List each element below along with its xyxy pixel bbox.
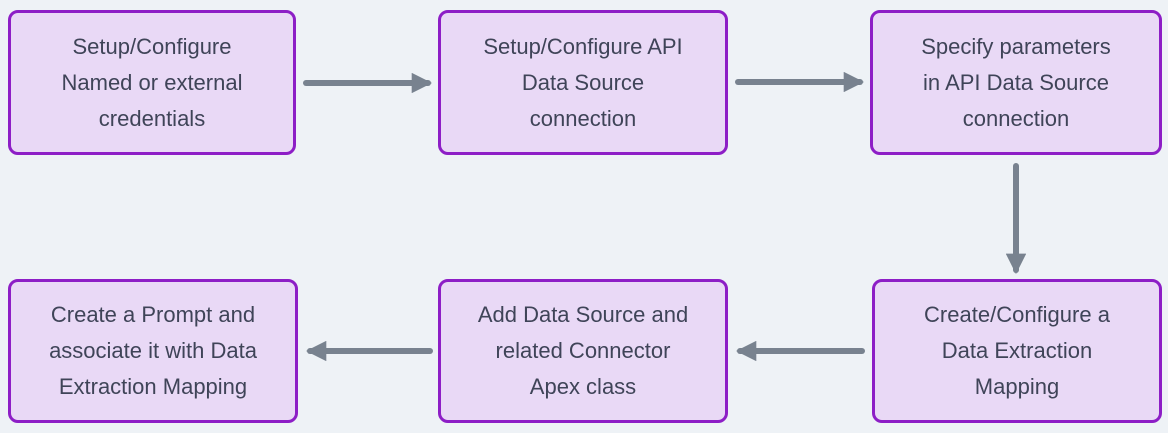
flow-box-label-line: Mapping [974,374,1060,399]
flow-box-setup-credentials: Setup/Configure Named or external creden… [8,10,296,155]
flow-box-label-line: associate it with Data [49,338,257,363]
flow-box-label-line: Setup/Configure [72,33,232,59]
flow-box-specify-parameters: Specify parameters in API Data Source co… [870,10,1162,155]
flow-box-label-line: Create a Prompt and [50,302,256,327]
flow-box-label-line: Extraction Mapping [58,374,248,399]
flow-box-label-line: connection [962,105,1070,131]
flow-box-label-line: Named or external [61,69,243,95]
flow-box-label-line: Data Extraction [941,338,1093,363]
flow-box-label-line: Data Source [521,69,645,95]
flow-box-label-line: Specify parameters [921,33,1111,59]
flow-box-add-data-source-apex: Add Data Source and related Connector Ap… [438,279,728,423]
flow-box-label-line: related Connector [495,338,671,363]
flow-box-label-line: Add Data Source and [477,302,689,327]
flow-box-label-line: Setup/Configure API [483,33,683,59]
flow-box-label-line: Apex class [529,374,637,399]
flow-box-label-line: connection [529,105,637,131]
flow-box-setup-api-data-source: Setup/Configure API Data Source connecti… [438,10,728,155]
flow-box-label-line: credentials [98,105,206,131]
flow-box-label-line: Create/Configure a [924,302,1110,327]
flow-box-create-prompt: Create a Prompt and associate it with Da… [8,279,298,423]
flow-box-create-extraction-mapping: Create/Configure a Data Extraction Mappi… [872,279,1162,423]
flow-box-label-line: in API Data Source [923,69,1109,95]
